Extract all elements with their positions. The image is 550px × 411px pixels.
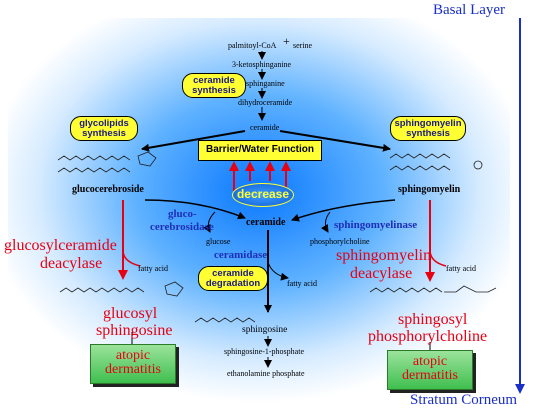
barrier-water-function-box: Barrier/Water Function — [198, 140, 322, 161]
pill-ceramide-synthesis: ceramide synthesis — [182, 73, 246, 98]
atopic-right-line2: dermatitis — [402, 368, 458, 383]
arrow-to-glucocerebroside — [141, 130, 246, 152]
pill-ceramide-degradation: ceramide degradation — [198, 266, 268, 291]
atopic-dermatitis-left: atopic dermatitis — [90, 344, 176, 384]
arrow-to-phosphorylcholine — [320, 211, 331, 233]
deacylase-right-line1: sphingomyelin — [336, 247, 432, 264]
arrow-to-sphingomyelin — [279, 130, 391, 152]
sphingosylphosphorylcholine-structure — [369, 287, 443, 293]
node-sphinganine: sphinganine — [246, 79, 285, 88]
arrow-to-fatty-acid-center — [267, 261, 289, 281]
node-fatty-acid-left: fatty acid — [138, 264, 168, 273]
plus-sign: + — [283, 34, 290, 48]
product-left-line2: sphingosine — [96, 322, 173, 339]
blue-glow-background — [8, 18, 510, 403]
node-ethanolamine-phosphate: ethanolamine phosphate — [227, 369, 305, 378]
node-dihydroceramide: dihydroceramide — [238, 98, 293, 107]
node-fatty-acid-right: fatty acid — [446, 264, 476, 273]
deacylase-left-line2: deacylase — [40, 255, 103, 272]
enzyme-glucocerebrosidase-line2: cerebrosidase — [150, 221, 214, 233]
glucocerebroside-structure-top — [57, 155, 131, 161]
red-branch-left — [122, 249, 141, 267]
node-sphingosine-1-phosphate: sphingosine-1-phosphate — [224, 347, 304, 356]
phosphate-group-icon — [473, 160, 483, 170]
glucosyl-ring-icon — [164, 281, 184, 297]
sphingosine-structure — [194, 317, 256, 323]
node-3-ketosphinganine: 3-ketosphinganine — [232, 60, 292, 69]
node-serine: serine — [293, 41, 313, 50]
arrow-to-glucose — [203, 211, 216, 233]
node-glucose: glucose — [206, 237, 231, 246]
glucocerebroside-structure-bottom — [57, 167, 131, 173]
atopic-right-line1: atopic — [412, 354, 448, 369]
pill-ceramide-synthesis-line1: ceramide — [193, 75, 235, 86]
enzyme-glucocerebrosidase-line1: gluco- — [168, 208, 197, 220]
node-phosphorylcholine: phosphorylcholine — [310, 237, 370, 246]
pill-ceramide-synthesis-line2: synthesis — [192, 85, 236, 96]
product-left-line1: glucosyl — [103, 305, 158, 322]
red-branch-right — [429, 249, 447, 267]
arrow-gluco-to-ceramide — [144, 199, 246, 220]
molecule-structures — [57, 151, 497, 323]
phosphorylcholine-tail — [444, 285, 497, 293]
layer-label-stratum-corneum: Stratum Corneum — [410, 392, 518, 408]
enzyme-ceramidase: ceramidase — [214, 249, 268, 261]
atopic-left-line2: dermatitis — [105, 362, 161, 377]
decrease-bubble: decrease — [232, 183, 294, 207]
glucosylsphingosine-structure — [59, 287, 145, 293]
node-fatty-acid-center: fatty acid — [287, 279, 317, 288]
node-ceramide-center: ceramide — [246, 217, 286, 228]
atopic-dermatitis-right: atopic dermatitis — [387, 350, 473, 390]
pill-sphingomyelin-synthesis: sphingomyelin synthesis — [390, 116, 466, 141]
deacylase-right-line2: deacylase — [350, 265, 413, 282]
node-glucocerebroside: glucocerebroside — [72, 184, 144, 195]
sphingomyelin-structure-bottom — [389, 165, 451, 171]
glucose-ring-icon — [137, 151, 157, 167]
pill-glycolipids-line1: glycolipids — [79, 118, 129, 129]
deacylase-left-line1: glucosylceramide — [4, 237, 117, 254]
sphingomyelin-structure-top — [389, 153, 451, 159]
node-palmitoyl-coa: palmitoyl-CoA — [228, 41, 277, 50]
pill-glycolipids-line2: synthesis — [82, 128, 126, 139]
pill-degradation-line2: degradation — [205, 278, 261, 289]
pill-sphingomyelin-line2: synthesis — [406, 128, 450, 139]
node-ceramide-top: ceramide — [250, 123, 280, 132]
pill-degradation-line1: ceramide — [212, 268, 254, 279]
enzyme-sphingomyelinase: sphingomyelinase — [334, 219, 418, 231]
pill-glycolipids-synthesis: glycolipids synthesis — [70, 116, 138, 141]
atopic-left-line1: atopic — [115, 348, 151, 363]
product-right-line1: sphingosyl — [398, 311, 468, 328]
product-right-line2: phosphorylcholine — [368, 328, 488, 345]
layer-label-basal: Basal Layer — [433, 2, 506, 18]
arrow-sphingo-to-ceramide — [291, 199, 396, 222]
node-sphingosine: sphingosine — [242, 325, 288, 335]
node-sphingomyelin: sphingomyelin — [398, 184, 461, 195]
pill-sphingomyelin-line1: sphingomyelin — [394, 118, 462, 129]
